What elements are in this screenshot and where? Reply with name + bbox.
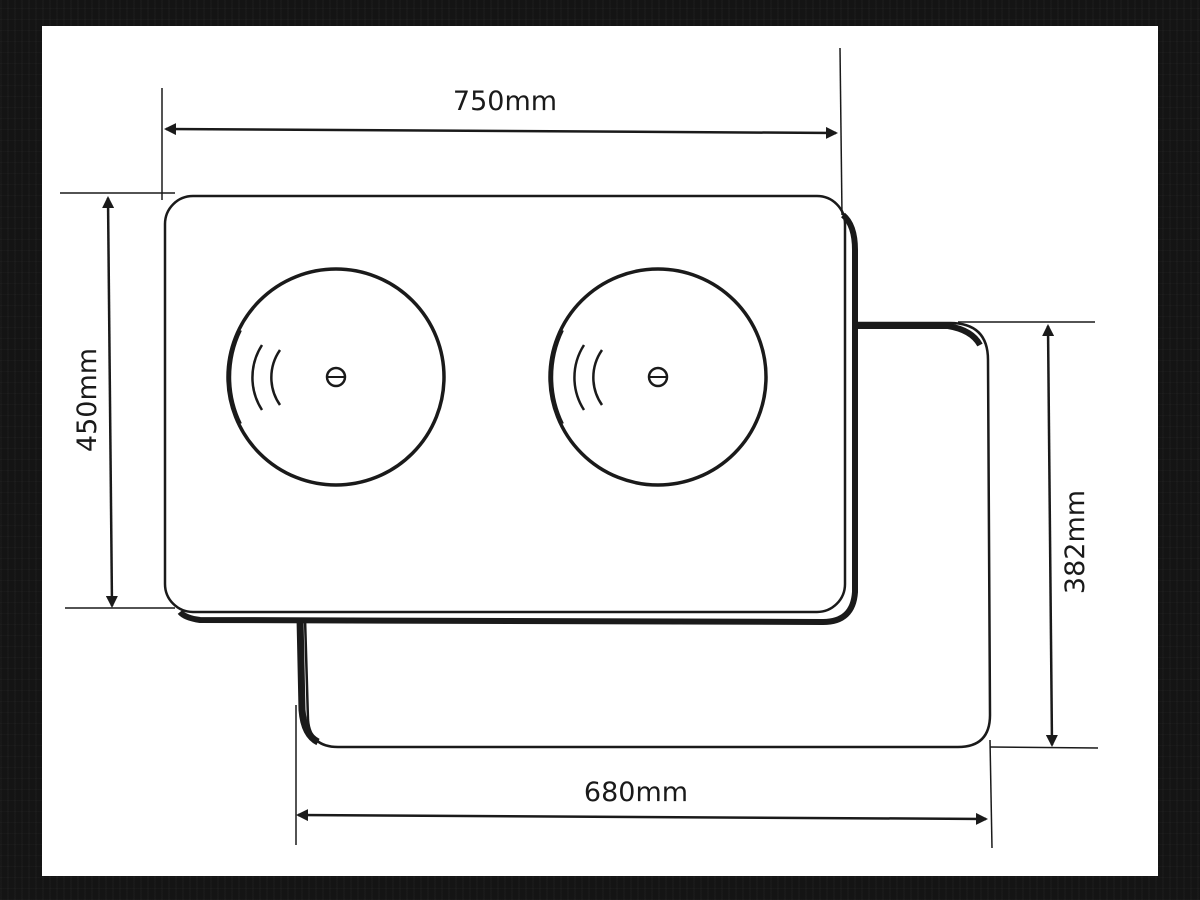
- dim-label-top-width: 750mm: [453, 86, 557, 117]
- dim-line-bottom-width: [296, 809, 988, 825]
- dim-line-top-width: [164, 123, 838, 139]
- dim-label-bottom-width: 680mm: [584, 777, 688, 808]
- left-burner-center-icon: [325, 366, 347, 388]
- dim-line-left-height: [102, 196, 118, 608]
- dim-label-right-height: 382mm: [1060, 490, 1091, 594]
- cooktop-plate: [163, 194, 858, 626]
- dimension-lines: [102, 123, 1058, 825]
- left-burner: [226, 267, 446, 487]
- dim-line-right-height: [1042, 324, 1058, 747]
- extension-lines: [60, 47, 1099, 849]
- cutout-outline: [296, 321, 992, 749]
- right-burner-center-icon: [647, 366, 669, 388]
- dim-label-left-height: 450mm: [72, 348, 103, 452]
- right-burner: [548, 267, 768, 487]
